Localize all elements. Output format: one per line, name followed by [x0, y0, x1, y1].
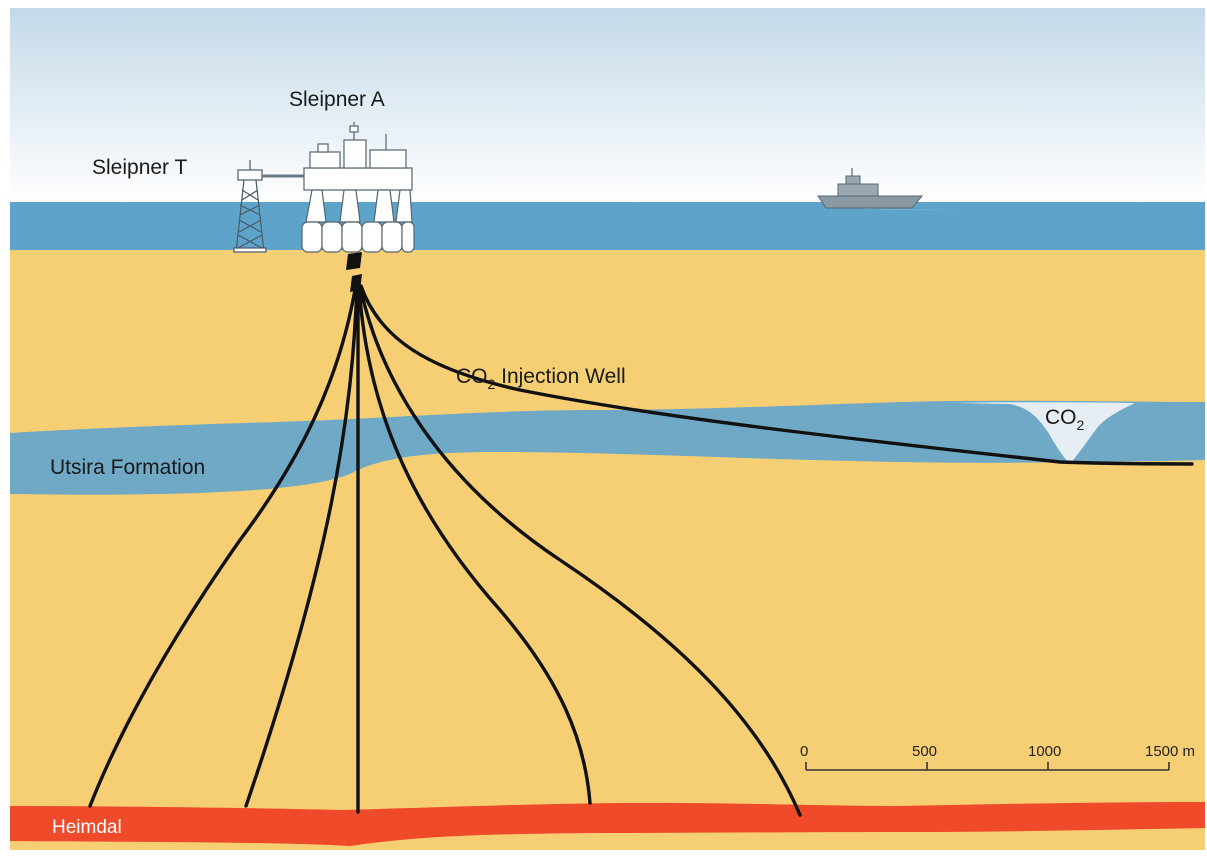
sediment	[10, 250, 1205, 850]
co2-injection-well	[359, 284, 1194, 466]
scale-label-1000: 1000	[1028, 743, 1061, 760]
sleipner-t-label: Sleipner T	[92, 156, 188, 179]
well-4	[357, 284, 592, 805]
co2-plume-label: CO2	[1045, 406, 1085, 433]
wellhead	[346, 252, 362, 270]
heimdal-layer	[10, 802, 1205, 846]
scale-label-500: 500	[912, 743, 937, 760]
sky	[10, 8, 1205, 204]
well-5	[358, 284, 802, 817]
scale-bar: 0 500 1000 1500 m	[800, 743, 1195, 771]
scale-label-1500: 1500 m	[1145, 743, 1195, 760]
co2-plume	[955, 402, 1135, 464]
ship-icon	[817, 168, 960, 210]
heimdal-label: Heimdal	[52, 817, 122, 838]
well-2	[244, 284, 359, 808]
well-entry	[350, 274, 362, 292]
utsira-formation-layer	[10, 400, 1205, 495]
sleipner-a-label: Sleipner A	[289, 88, 385, 111]
sea	[10, 202, 1205, 252]
sleipner-a-platform-icon	[301, 122, 415, 253]
sleipner-t-platform-icon	[233, 160, 267, 253]
utsira-formation-label: Utsira Formation	[50, 456, 205, 479]
co2-injection-well-label: CO2 Injection Well	[456, 365, 626, 392]
wells	[88, 282, 1194, 817]
scale-label-0: 0	[800, 743, 808, 760]
well-1	[88, 282, 358, 808]
